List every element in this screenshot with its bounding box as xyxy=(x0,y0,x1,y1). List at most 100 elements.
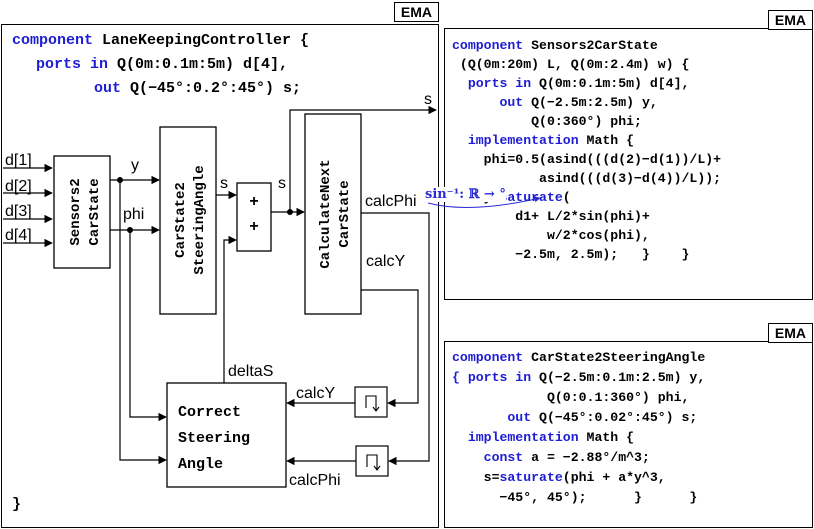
code-line: ports in Q(0m:0.1m:5m) d[4], xyxy=(452,76,721,95)
signal-calcphi-feedback-label: calcPhi xyxy=(289,472,341,489)
code-text: Q(0m:0.1m:5m) d[4], xyxy=(531,76,690,91)
code-line: { ports in Q(−2.5m:0.1m:2.5m) y, xyxy=(452,370,705,390)
code-text: ( xyxy=(562,190,571,205)
signal-phi-label: phi xyxy=(123,206,144,223)
sum-plus-2: + xyxy=(249,218,258,235)
signal-s-output-label: s xyxy=(424,91,432,108)
code-line: implementation Math { xyxy=(452,430,705,450)
code-text: Q(−45°:0.2°:45°) s; xyxy=(121,80,302,97)
code-line: (Q(0m:20m) L, Q(0m:2.4m) w) { xyxy=(452,57,721,76)
code-line: component Sensors2CarState xyxy=(452,38,721,57)
sum-block xyxy=(236,182,272,252)
carstate2steeringangle-panel: EMA xyxy=(444,323,813,528)
signal-calcy-label: calcY xyxy=(366,253,405,270)
keyword: out xyxy=(452,410,532,425)
signal-calcy-feedback-label: calcY xyxy=(296,385,335,402)
code-text: −45°, 45°); } } xyxy=(452,490,698,505)
code-text: w/2*cos(phi), xyxy=(452,228,650,243)
code-text: (phi + a*y^3, xyxy=(562,470,666,485)
code-text: a = −2.88°/m^3; xyxy=(523,450,650,465)
signal-calcphi-label: calcPhi xyxy=(365,193,417,210)
ema-tag: EMA xyxy=(393,2,439,22)
code-line: out Q(−2.5m:2.5m) y, xyxy=(452,95,721,114)
code-text: Q(0:0.1:360°) phi, xyxy=(452,390,690,405)
code-text: s= xyxy=(452,470,500,485)
delay-icon xyxy=(365,395,377,410)
keyword: implementation xyxy=(452,430,579,445)
signal-wires xyxy=(110,105,437,466)
code-text: asind(((d(3)−d(4))/L)); xyxy=(452,171,722,186)
code-line: d1+ L/2*sin(phi)+ xyxy=(452,209,721,228)
delay-arrow-icon xyxy=(373,465,381,471)
keyword: implementation xyxy=(452,133,579,148)
delay-block-calcy xyxy=(354,386,388,418)
correct-steering-angle-block xyxy=(166,382,287,488)
code-line: const a = −2.88°/m^3; xyxy=(452,450,705,470)
input-d4-label: d[4] xyxy=(5,227,32,244)
steer-block-label-1: CarState2 xyxy=(173,182,189,258)
code-text: Q(0:360°) phi; xyxy=(452,114,642,129)
code-line: implementation Math { xyxy=(452,133,721,152)
left-code-line-2: ports in Q(0m:0.1m:5m) d[4], xyxy=(36,56,288,73)
ema-tag: EMA xyxy=(767,323,813,343)
left-code-close: } xyxy=(12,496,22,513)
code-text: (Q(0m:20m) L, Q(0m:2.4m) w) { xyxy=(452,57,690,72)
signal-y-label: y xyxy=(131,157,139,174)
sum-plus-1: + xyxy=(249,193,258,210)
asin-annotation: sin⁻¹: ℝ → ° xyxy=(425,187,506,202)
signal-s-label-1: s xyxy=(220,175,228,192)
keyword: ports in xyxy=(452,76,532,91)
correct-block-label-3: Angle xyxy=(178,456,223,473)
sensors2carstate-block xyxy=(53,155,111,269)
sensors2carstate-code: component Sensors2CarState (Q(0m:20m) L,… xyxy=(452,38,721,266)
keyword: component xyxy=(452,350,524,365)
code-text: phi=0.5(asind(((d(2)−d(1))/L)+ xyxy=(452,152,722,167)
keyword: saturate xyxy=(499,190,563,205)
keyword: ports in xyxy=(36,56,109,73)
code-text: Q(0m:0.1m:5m) d[4], xyxy=(108,56,289,73)
left-code-line-3: out Q(−45°:0.2°:45°) s; xyxy=(94,80,301,97)
code-text: Q(−45°:0.02°:45°) s; xyxy=(531,410,698,425)
code-line: −2.5m, 2.5m); } } xyxy=(452,247,721,266)
sensors-block-label-1: Sensors2 xyxy=(68,178,84,245)
code-text: Q(−2.5m:0.1m:2.5m) y, xyxy=(531,370,706,385)
code-line: asind(((d(3)−d(4))/L)); xyxy=(452,171,721,190)
keyword: { ports in xyxy=(452,370,532,385)
carstate2steeringangle-code: component CarState2SteeringAngle { ports… xyxy=(452,350,705,510)
code-line: w/2*cos(phi), xyxy=(452,228,721,247)
correct-block-label-1: Correct xyxy=(178,404,241,421)
input-d3-label: d[3] xyxy=(5,203,32,220)
code-line: component CarState2SteeringAngle xyxy=(452,350,705,370)
signal-s-label-2: s xyxy=(278,175,286,192)
code-text: LaneKeepingController { xyxy=(93,32,310,49)
code-text: d1+ L/2*sin(phi)+ xyxy=(452,209,650,224)
keyword: out xyxy=(452,95,524,110)
delay-icon xyxy=(366,454,378,469)
ema-tag: EMA xyxy=(767,10,813,30)
input-d1-label: d[1] xyxy=(5,152,32,169)
carstate2steeringangle-block xyxy=(159,126,217,315)
delay-block-calcphi xyxy=(355,445,389,477)
next-block-label-2: CarState xyxy=(337,180,353,247)
next-block-label-1: CalculateNext xyxy=(318,159,334,268)
code-line: Q(0:360°) phi; xyxy=(452,114,721,133)
keyword: out xyxy=(94,80,122,97)
keyword: saturate xyxy=(499,470,563,485)
sensors2carstate-panel: EMA xyxy=(444,10,813,300)
input-d2-label: d[2] xyxy=(5,178,32,195)
input-lines xyxy=(3,163,53,248)
code-text: Math { xyxy=(578,133,635,148)
keyword: component xyxy=(452,38,524,53)
keyword: const xyxy=(452,450,524,465)
code-line: Q(0:0.1:360°) phi, xyxy=(452,390,705,410)
code-line: phi=0.5(asind(((d(2)−d(1))/L)+ xyxy=(452,152,721,171)
steer-block-label-2: SteeringAngle xyxy=(192,165,208,274)
calculatenextcarstate-block xyxy=(304,113,362,315)
code-line: out Q(−45°:0.02°:45°) s; xyxy=(452,410,705,430)
code-text: CarState2SteeringAngle xyxy=(523,350,706,365)
code-line: −45°, 45°); } } xyxy=(452,490,705,510)
delay-arrow-icon xyxy=(372,406,380,412)
signal-deltas-label: deltaS xyxy=(228,363,273,380)
correct-block-label-2: Steering xyxy=(178,430,250,447)
code-line: s=saturate(phi + a*y^3, xyxy=(452,470,705,490)
